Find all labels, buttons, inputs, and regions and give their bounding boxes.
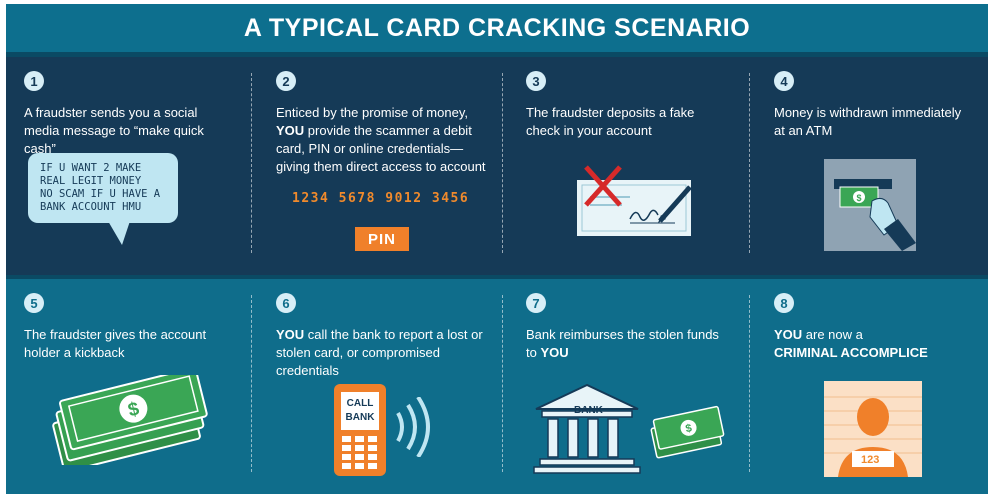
step-3: 3 The fraudster deposits a fake check in… xyxy=(508,57,753,275)
bank-label: BANK xyxy=(574,405,603,416)
highlight-you: YOU xyxy=(540,345,569,360)
divider xyxy=(749,73,750,253)
step-description: YOU are now a CRIMINAL ACCOMPLICE xyxy=(774,326,974,362)
step-number: 1 xyxy=(24,71,44,91)
step-4: 4 Money is withdrawn immediately at an A… xyxy=(756,57,994,275)
bubble-line: BANK ACCOUNT HMU xyxy=(40,201,142,213)
signal-waves-icon xyxy=(396,397,430,457)
step-2: 2 Enticed by the promise of money, YOU p… xyxy=(258,57,503,275)
step-description: Money is withdrawn immediately at an ATM xyxy=(774,105,962,138)
bubble-message: IF U WANT 2 MAKE REAL LEGIT MONEY NO SCA… xyxy=(40,162,160,214)
infographic-title: A TYPICAL CARD CRACKING SCENARIO xyxy=(243,13,751,42)
step-description: YOU call the bank to report a lost or st… xyxy=(276,326,496,380)
step-8: 8 YOU are now a CRIMINAL ACCOMPLICE 123 xyxy=(756,279,994,494)
divider xyxy=(749,295,750,472)
step-number: 5 xyxy=(24,293,44,313)
phone-icon: CALL BANK xyxy=(334,384,386,476)
bubble-line: IF U WANT 2 MAKE xyxy=(40,162,142,174)
step-number: 6 xyxy=(276,293,296,313)
text-part: call the bank to report a lost or stolen… xyxy=(276,327,483,378)
bank-building-icon xyxy=(533,383,641,474)
step-5: 5 The fraudster gives the account holder… xyxy=(6,279,251,494)
text-part: Enticed by the promise of money, xyxy=(276,105,468,120)
speech-bubble-icon: IF U WANT 2 MAKE REAL LEGIT MONEY NO SCA… xyxy=(28,153,178,245)
step-description: A fraudster sends you a social media mes… xyxy=(24,105,204,156)
bubble-line: NO SCAM IF U HAVE A xyxy=(40,188,161,200)
step-1: 1 A fraudster sends you a social media m… xyxy=(6,57,251,275)
bottom-row: 5 The fraudster gives the account holder… xyxy=(6,279,988,494)
step-description: Enticed by the promise of money, YOU pro… xyxy=(276,104,496,176)
step-6: 6 YOU call the bank to report a lost or … xyxy=(258,279,503,494)
divider xyxy=(502,73,503,253)
mugshot-icon xyxy=(824,381,922,477)
step-number: 3 xyxy=(526,71,546,91)
infographic: A TYPICAL CARD CRACKING SCENARIO 1 A fra… xyxy=(6,4,988,494)
step-number: 2 xyxy=(276,71,296,91)
highlight-you: YOU xyxy=(774,327,803,342)
bubble-line: REAL LEGIT MONEY xyxy=(40,175,142,187)
divider xyxy=(251,73,252,253)
phone-label: CALL xyxy=(346,398,374,409)
svg-text:$: $ xyxy=(685,422,693,435)
text-part: are now a xyxy=(802,327,863,342)
pin-badge: PIN xyxy=(355,227,409,251)
text-part: Bank reimburses the stolen funds to xyxy=(526,327,719,360)
fake-check-icon xyxy=(575,165,693,238)
highlight-you: YOU xyxy=(276,123,305,138)
highlight-you: YOU xyxy=(276,327,305,342)
atm-withdrawal-icon: $ xyxy=(824,159,916,251)
svg-text:$: $ xyxy=(856,193,861,203)
criminal-accomplice-label: CRIMINAL ACCOMPLICE xyxy=(774,345,928,360)
cash-stack-icon: $ xyxy=(52,375,208,465)
step-number: 4 xyxy=(774,71,794,91)
phone-label: BANK xyxy=(345,412,375,423)
phone-screen: CALL BANK xyxy=(341,392,379,430)
text-part: provide the scammer a debit card, PIN or… xyxy=(276,123,486,174)
top-row: 1 A fraudster sends you a social media m… xyxy=(6,57,988,275)
keypad-icon xyxy=(342,436,377,469)
card-number: 1234 5678 9012 3456 xyxy=(292,191,470,206)
divider xyxy=(251,295,252,472)
step-description: The fraudster deposits a fake check in y… xyxy=(526,105,695,138)
step-description: The fraudster gives the account holder a… xyxy=(24,327,207,360)
title-bar: A TYPICAL CARD CRACKING SCENARIO xyxy=(6,4,988,52)
step-number: 8 xyxy=(774,293,794,313)
mugshot-number: 123 xyxy=(861,454,880,466)
divider xyxy=(502,295,503,472)
step-7: 7 Bank reimburses the stolen funds to YO… xyxy=(508,279,753,494)
cash-icon: $ xyxy=(650,405,725,459)
step-number: 7 xyxy=(526,293,546,313)
step-description: Bank reimburses the stolen funds to YOU xyxy=(526,326,726,362)
